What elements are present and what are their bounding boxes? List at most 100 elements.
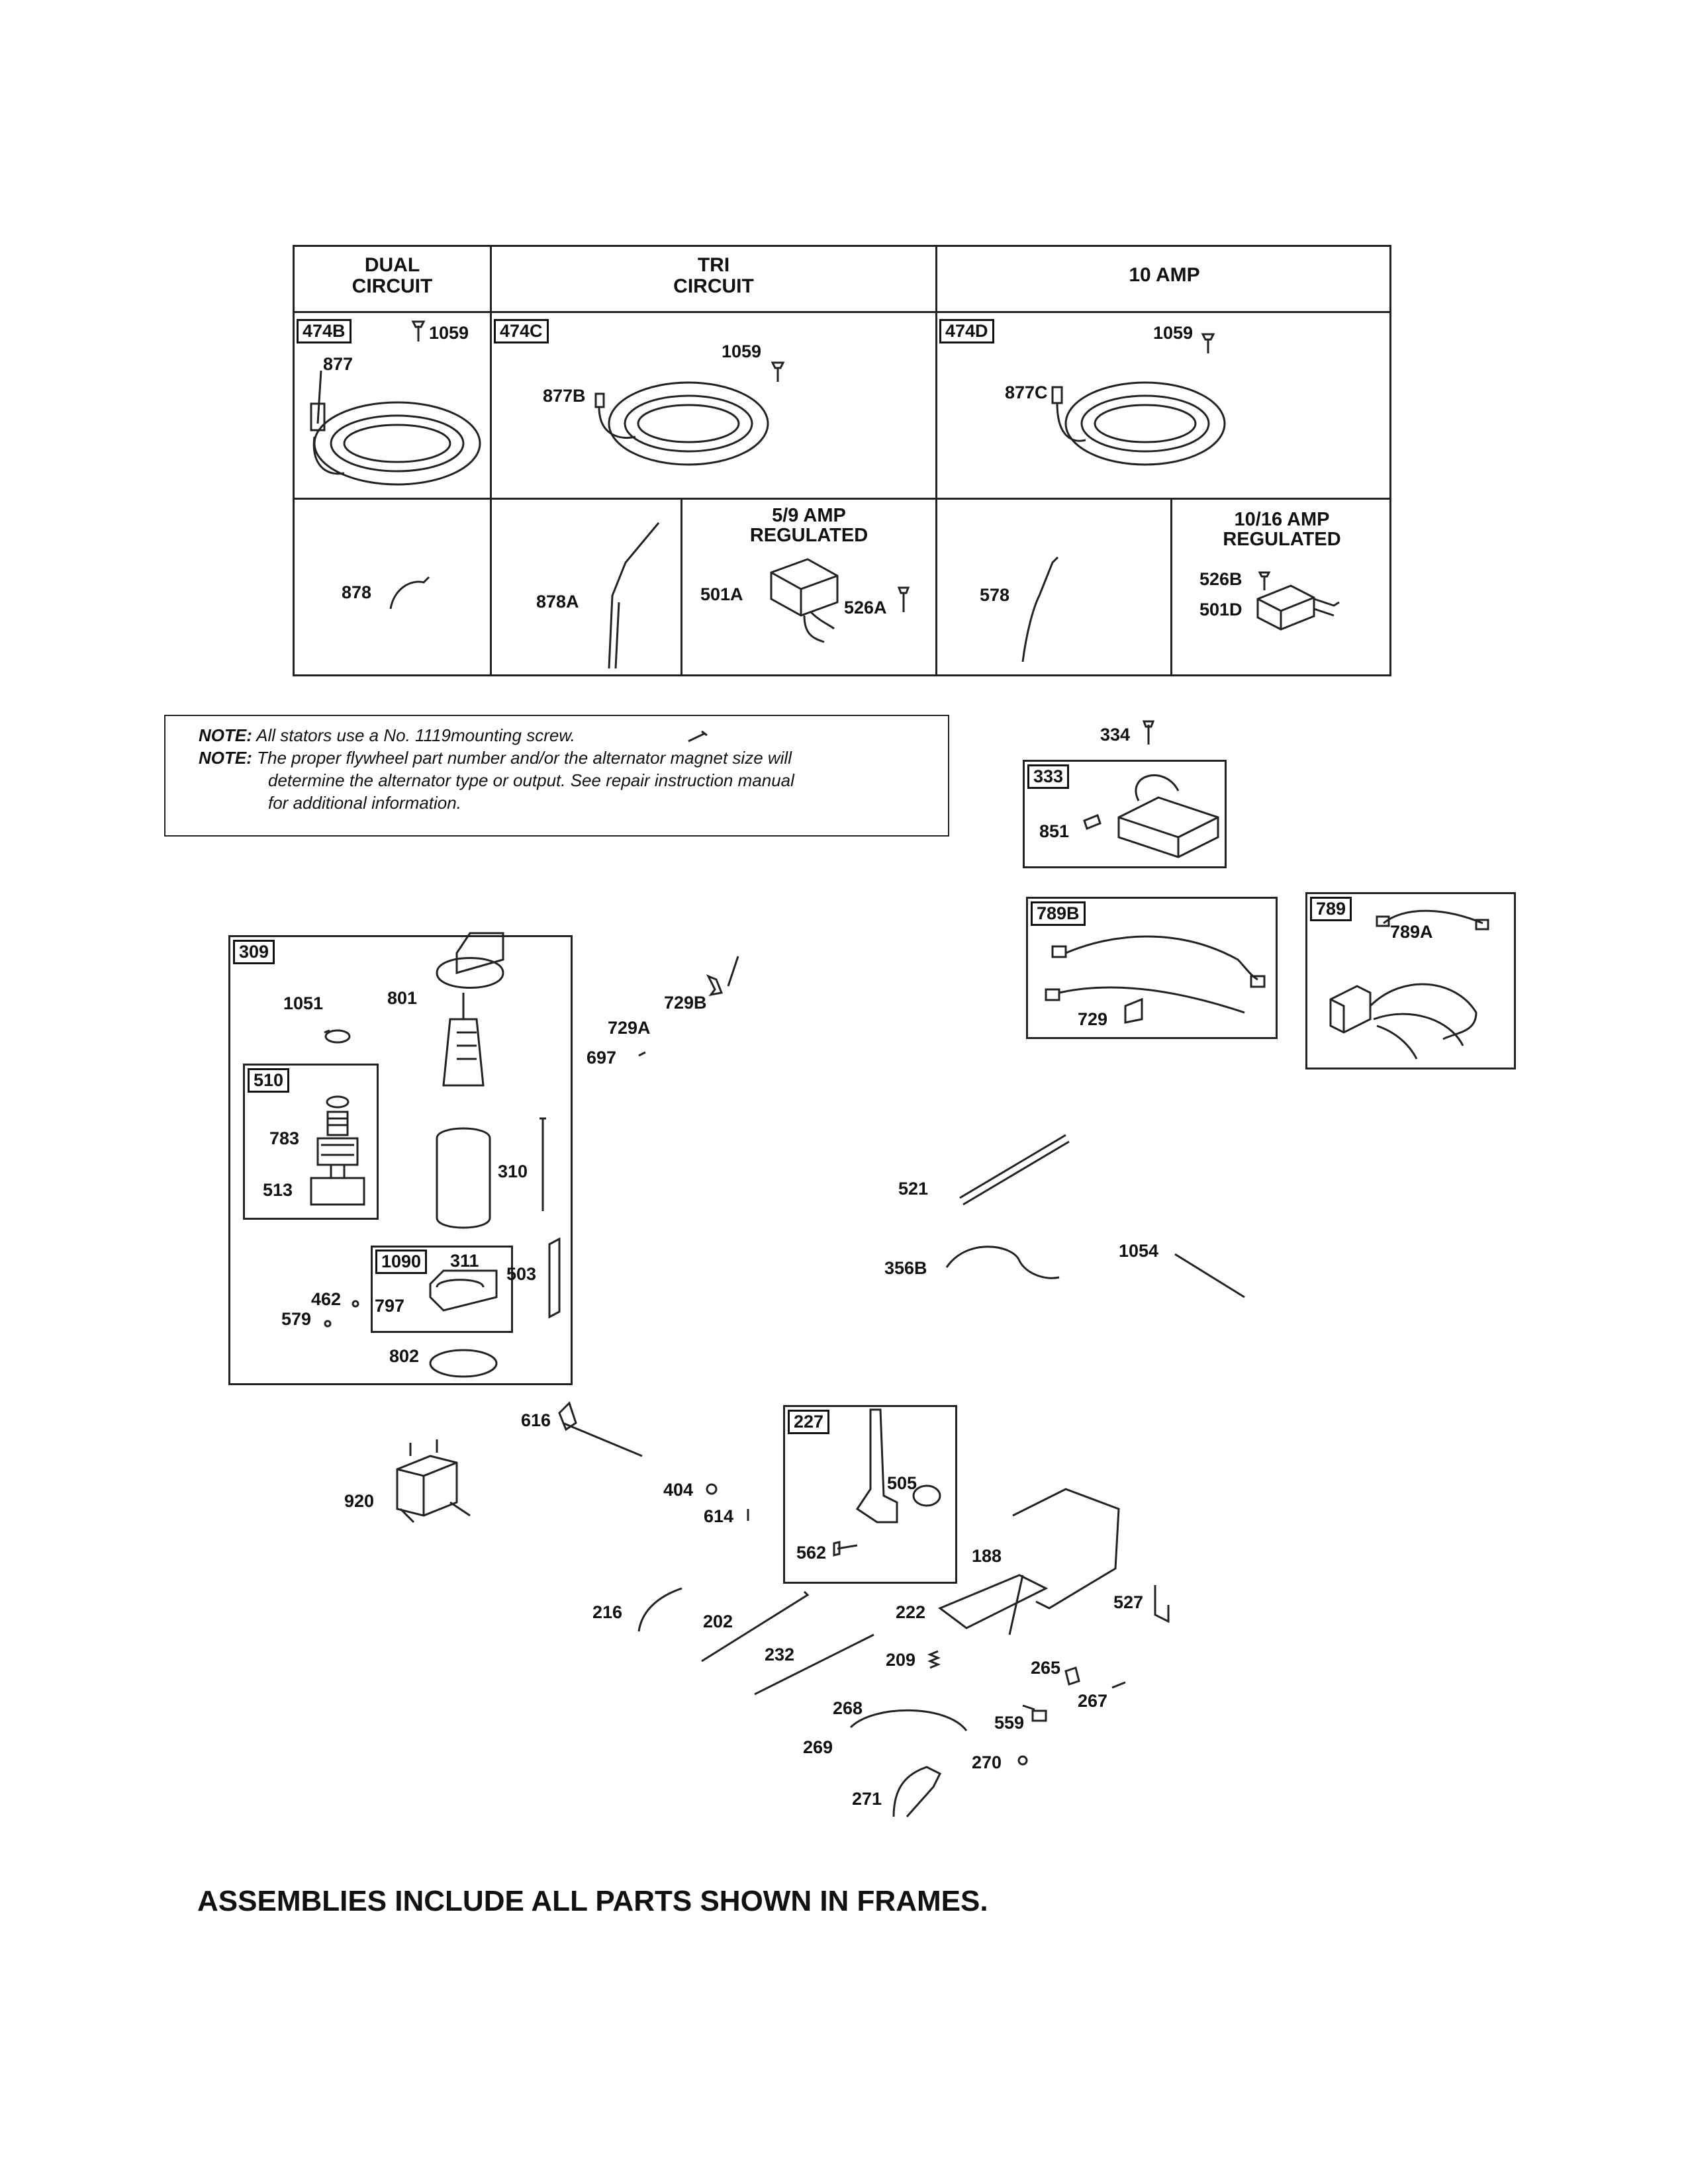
armature-333-icon (1083, 774, 1219, 858)
note-box (164, 715, 949, 837)
header-tri-circuit: TRI CIRCUIT (673, 254, 754, 297)
note-2: NOTE: The proper flywheel part number an… (199, 747, 792, 769)
header-dual-circuit: DUAL CIRCUIT (352, 254, 433, 297)
screw-267-icon (1111, 1681, 1126, 1689)
frame-1090 (371, 1246, 513, 1333)
nut-404-icon (706, 1483, 718, 1495)
label-802: 802 (389, 1346, 420, 1366)
label-789a: 789A (1390, 922, 1433, 942)
label-501a: 501A (700, 584, 743, 604)
tag-789: 789 (1310, 897, 1352, 921)
header-10-amp: 10 AMP (1129, 264, 1200, 286)
label-334: 334 (1100, 725, 1131, 745)
note-1-prefix: NOTE: (199, 725, 252, 745)
label-222: 222 (896, 1602, 926, 1622)
tube-521-icon (959, 1134, 1070, 1206)
frame-227 (783, 1405, 957, 1584)
note-2-line3: for additional information. (268, 793, 461, 813)
label-562: 562 (796, 1543, 827, 1563)
screw-334-icon (1142, 720, 1155, 745)
label-271: 271 (852, 1789, 882, 1809)
cable-232-icon (754, 1633, 874, 1696)
label-1059: 1059 (1153, 323, 1194, 343)
frame-510 (243, 1064, 379, 1220)
label-265: 265 (1031, 1658, 1061, 1678)
clip-265-icon (1064, 1666, 1080, 1686)
frame-333 (1023, 760, 1227, 868)
stator-474b-icon (310, 370, 481, 486)
frame-309 (228, 935, 573, 1385)
spring-209-icon (927, 1650, 941, 1669)
note-1-text: All stators use a No. 1119mounting screw… (256, 725, 575, 745)
nut-270-icon (1017, 1755, 1028, 1766)
label-878: 878 (342, 582, 372, 602)
note-2-line2: determine the alternator type or output.… (268, 770, 794, 790)
harness-789b-icon (1045, 935, 1266, 1024)
tag-789b: 789B (1031, 901, 1086, 926)
label-267: 267 (1078, 1691, 1108, 1711)
tag-1090: 1090 (375, 1250, 428, 1274)
table-divider (680, 498, 682, 676)
tie-1054-icon (1174, 1253, 1245, 1298)
label-797: 797 (375, 1296, 405, 1316)
title-10-16-amp-regulated: 10/16 AMP REGULATED (1223, 509, 1341, 551)
label-1059: 1059 (429, 323, 469, 343)
stator-474d-icon (1051, 333, 1226, 466)
bracket-527-icon (1154, 1585, 1170, 1623)
table-divider (935, 245, 937, 676)
tag-333: 333 (1027, 764, 1070, 789)
rod-616-icon (558, 1401, 643, 1457)
regulator-501a-icon (770, 558, 910, 643)
link-216-icon (637, 1587, 682, 1632)
screw-1059-icon (411, 320, 426, 341)
harness-789-icon (1329, 909, 1489, 1060)
label-801: 801 (387, 988, 418, 1008)
label-877: 877 (323, 354, 353, 374)
label-1059: 1059 (722, 341, 762, 361)
wire-356b-icon (945, 1246, 1060, 1279)
bushing-505-icon (912, 1484, 941, 1507)
lever-227-icon (855, 1408, 898, 1524)
title-5-9-amp-regulated: 5/9 AMP REGULATED (749, 505, 868, 547)
lead-878-icon (389, 576, 430, 610)
label-269: 269 (803, 1737, 833, 1757)
note-1: NOTE: All stators use a No. 1119mounting… (199, 724, 575, 747)
regulator-501d-icon (1256, 571, 1340, 631)
label-614: 614 (704, 1506, 734, 1526)
screw-562-icon (833, 1541, 858, 1557)
label-697: 697 (586, 1048, 617, 1068)
label-521: 521 (898, 1179, 929, 1199)
tag-227: 227 (788, 1410, 830, 1434)
bracket-729-icon (638, 956, 739, 1057)
label-527: 527 (1113, 1592, 1144, 1612)
label-216: 216 (592, 1602, 623, 1622)
label-209: 209 (886, 1650, 916, 1670)
label-920: 920 (344, 1491, 375, 1511)
label-232: 232 (765, 1645, 795, 1664)
link-202-icon (701, 1590, 810, 1662)
label-503: 503 (506, 1264, 537, 1284)
label-616: 616 (521, 1410, 551, 1430)
label-311: 311 (450, 1251, 479, 1271)
label-505: 505 (887, 1473, 917, 1493)
stator-474c-icon (594, 361, 785, 466)
note-2-text: The proper flywheel part number and/or t… (257, 748, 792, 768)
stator-table (293, 245, 1391, 676)
tag-474d: 474D (939, 319, 994, 343)
label-188: 188 (972, 1546, 1002, 1566)
screw-559-icon (1022, 1704, 1047, 1722)
label-526b: 526B (1199, 569, 1243, 589)
lead-878a-icon (608, 522, 660, 669)
tag-474b: 474B (297, 319, 352, 343)
table-divider (293, 311, 1391, 313)
label-513: 513 (263, 1180, 293, 1200)
label-729: 729 (1078, 1009, 1108, 1029)
lead-578-icon (1021, 556, 1059, 662)
frame-789 (1305, 892, 1516, 1069)
label-579: 579 (281, 1309, 312, 1329)
lever-271-icon (892, 1766, 942, 1817)
label-526a: 526A (844, 598, 887, 617)
label-268: 268 (833, 1698, 863, 1718)
label-877c: 877C (1005, 383, 1048, 402)
